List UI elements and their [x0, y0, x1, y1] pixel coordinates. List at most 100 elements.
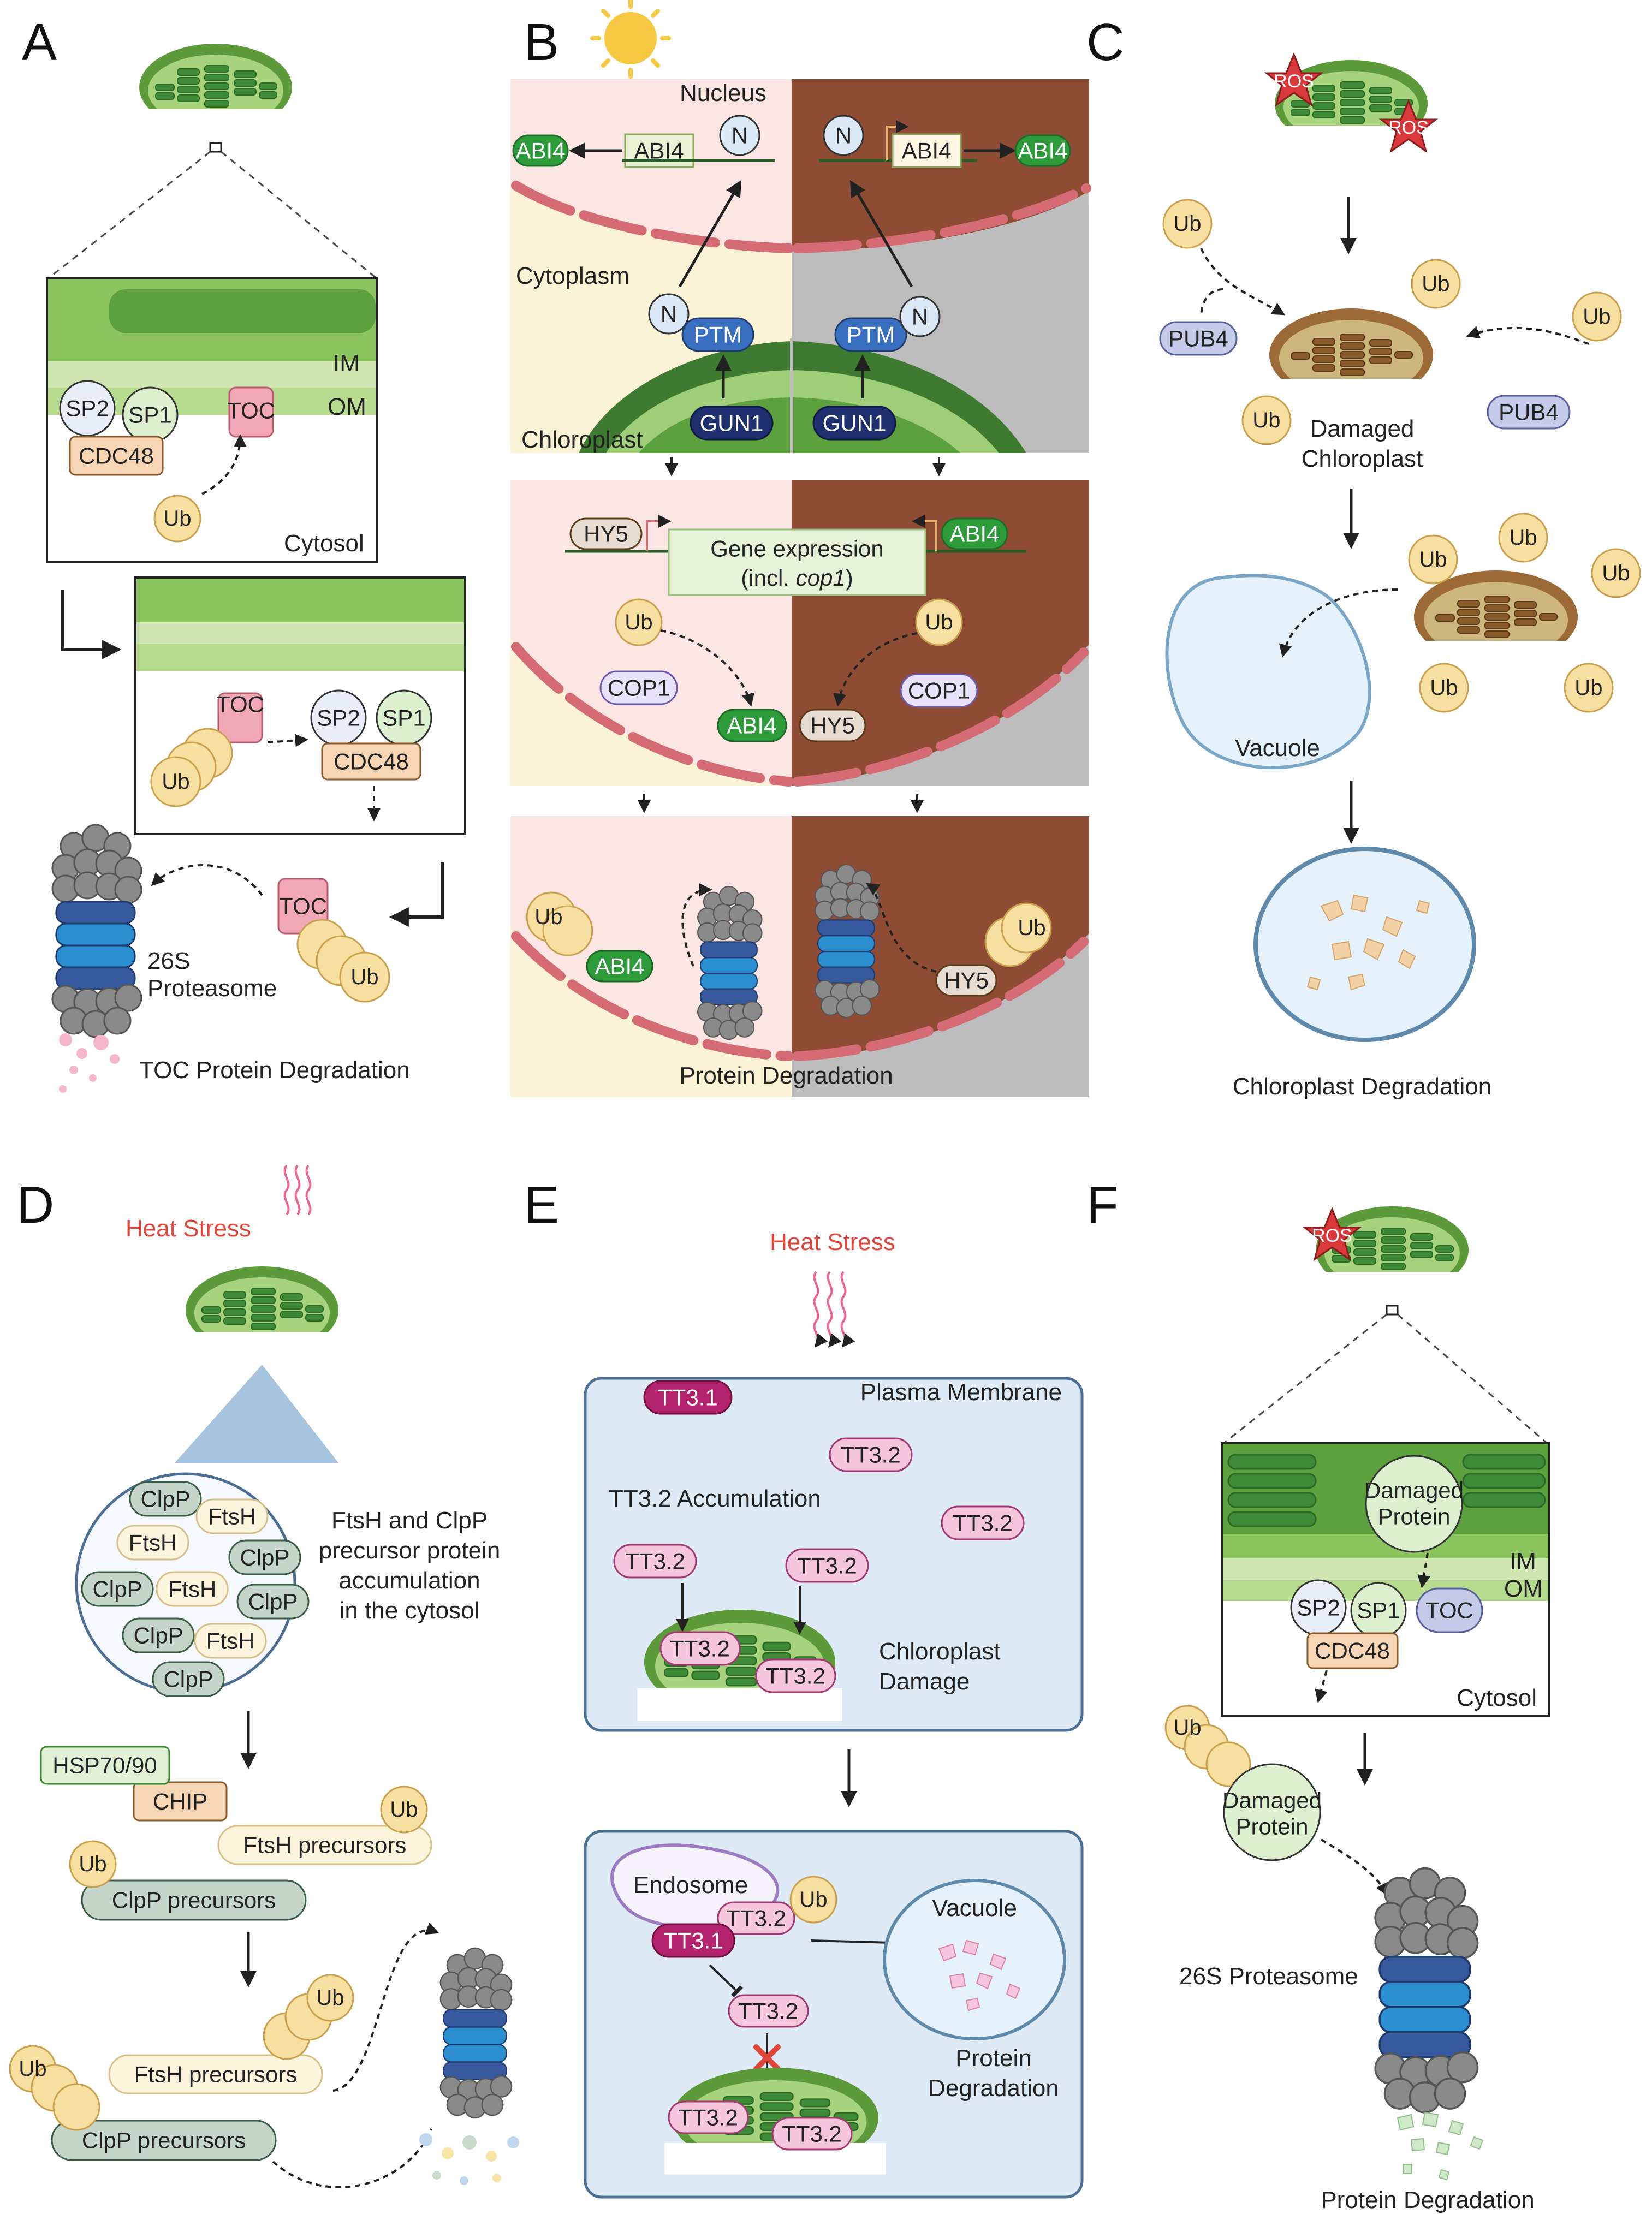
b-box-nucleus: Nucleus ABI4 ABI4 N N ABI4 ABI4 Cytoplas…: [510, 79, 1091, 453]
heat-stress-label: Heat Stress: [126, 1215, 251, 1242]
b-box-degradation: Ub ABI4 Ub HY5 Protein Degradation: [510, 816, 1089, 1097]
sp1-label: SP1: [1357, 1598, 1400, 1623]
protein-degradation-label: Protein Degradation: [679, 1062, 893, 1089]
tt32-label: TT3.2: [797, 1553, 857, 1579]
ftsh-label: FtsH: [168, 1576, 217, 1602]
abi4-protein-label: ABI4: [1018, 138, 1067, 164]
ftsh-label: FtsH: [208, 1504, 257, 1529]
cdc48-label: CDC48: [79, 443, 154, 469]
ftsh-label: FtsH: [129, 1530, 177, 1556]
panel-c: ROS ROS Ub PUB4 Ub Ub PUB4 Ub Damaged Ch…: [1159, 53, 1641, 1100]
ftsh-precursors-label: FtsH precursors: [134, 2062, 298, 2087]
panel-letter-c: C: [1086, 13, 1124, 72]
n-label: N: [912, 304, 928, 330]
tt32-label: TT3.2: [726, 1906, 786, 1931]
chloroplast-damage-label-2: Damage: [879, 1668, 970, 1695]
cdc48-label: CDC48: [334, 749, 409, 775]
clpp-precursors-label: ClpP precursors: [112, 1888, 276, 1913]
tt32-accumulation-label: TT3.2 Accumulation: [609, 1485, 821, 1512]
n-label: N: [835, 123, 852, 148]
accumulation-label-2: precursor protein: [319, 1537, 501, 1564]
chloroplast-d: [180, 1266, 344, 1360]
toc-label: TOC: [216, 692, 264, 717]
ftsh-precursors-label: FtsH precursors: [243, 1832, 407, 1858]
damaged-label-1: Damaged: [1310, 415, 1415, 442]
n-label: N: [732, 123, 748, 148]
inhibit-x-icon: [753, 2044, 781, 2072]
heat-wave-icon: [813, 1271, 855, 1348]
clpp-label: ClpP: [133, 1623, 183, 1648]
cop1-label: COP1: [608, 675, 670, 701]
ub-label: Ub: [925, 610, 953, 634]
accumulation-label-1: FtsH and ClpP: [331, 1507, 488, 1534]
toc-degradation-label: TOC Protein Degradation: [139, 1057, 410, 1084]
protein-degradation-label: Protein Degradation: [1321, 2187, 1534, 2213]
om-label: OM: [1504, 1575, 1543, 1602]
proteasome-26s-a: [51, 824, 142, 1038]
tt32-label: TT3.2: [678, 2105, 738, 2130]
tt32-label: TT3.2: [670, 1636, 730, 1662]
gun1-label: GUN1: [823, 410, 887, 436]
tt32-label: TT3.2: [953, 1510, 1013, 1536]
ub-label: Ub: [162, 770, 189, 794]
panel-letter-f: F: [1086, 1176, 1119, 1234]
ub-label: Ub: [1430, 676, 1458, 700]
toc-label: TOC: [1425, 1598, 1473, 1623]
cytosol-label: Cytosol: [284, 530, 364, 557]
hy5-label: HY5: [810, 713, 855, 739]
ub-label: Ub: [1252, 408, 1280, 432]
protein-degradation-label-1: Protein: [955, 2045, 1031, 2072]
tt32-label: TT3.2: [625, 1549, 685, 1574]
tt32-label: TT3.2: [738, 1998, 798, 2024]
chloroplast-fragments: [1306, 894, 1430, 991]
sp2-label: SP2: [317, 705, 360, 731]
cop1-label: COP1: [908, 678, 970, 704]
protein-degradation-label-2: Degradation: [928, 2075, 1059, 2102]
inset-a-top: IM OM SP2 SP1 CDC48 TOC Ub Cytosol: [46, 277, 378, 563]
damaged-protein-label-1: Damaged: [1364, 1478, 1464, 1503]
ub-label: Ub: [316, 1986, 344, 2010]
chip-label: CHIP: [153, 1789, 207, 1814]
toc-label: TOC: [227, 398, 275, 424]
im-label: IM: [333, 350, 360, 377]
abi4-protein-label: ABI4: [515, 138, 565, 164]
ftsh-label: FtsH: [206, 1628, 255, 1654]
cytosol-label: Cytosol: [1457, 1685, 1537, 1711]
ub-label: Ub: [1583, 305, 1611, 329]
ub-label: Ub: [799, 1888, 827, 1912]
panel-d: Heat Stress ClpP FtsH FtsH ClpP ClpP Fts…: [9, 1164, 519, 2188]
damaged-protein-label-1: Damaged: [1222, 1788, 1322, 1813]
clpp-label: ClpP: [240, 1545, 289, 1570]
tt32-label: TT3.2: [782, 2121, 842, 2147]
chloroplast-a: [133, 43, 298, 137]
degraded-fragments: [419, 2133, 519, 2185]
accumulation-label-4: in the cytosol: [340, 1597, 480, 1624]
ub-label: Ub: [390, 1798, 418, 1822]
panel-letter-e: E: [524, 1176, 559, 1234]
n-label: N: [661, 301, 677, 327]
proteasome-label: 26S Proteasome: [1179, 1963, 1358, 1990]
ub-label: Ub: [1419, 547, 1447, 572]
ptm-label: PTM: [694, 322, 742, 348]
accumulation-label-3: accumulation: [338, 1567, 480, 1594]
clpp-precursors-label: ClpP precursors: [82, 2128, 246, 2153]
cdc48-label: CDC48: [1315, 1638, 1390, 1664]
degraded-fragments: [59, 1033, 120, 1093]
clpp-label: ClpP: [248, 1589, 298, 1615]
ub-label: Ub: [79, 1852, 106, 1876]
gun1-label: GUN1: [700, 410, 764, 436]
abi4-label: ABI4: [727, 713, 776, 739]
ub-label: Ub: [19, 2057, 46, 2081]
cytoplasm-label: Cytoplasm: [516, 263, 629, 289]
proteasome-label-1: 26S: [147, 948, 190, 974]
ub-label: Ub: [1173, 212, 1201, 236]
damaged-protein-label-2: Protein: [1235, 1814, 1308, 1840]
hy5-label: HY5: [584, 521, 628, 547]
ub-label: Ub: [1509, 526, 1537, 550]
panel-letter-d: D: [16, 1176, 54, 1234]
damaged-chloroplast: [1263, 308, 1439, 407]
im-label: IM: [1510, 1548, 1536, 1575]
ub-label: Ub: [1574, 676, 1602, 700]
ros-label: ROS: [1388, 117, 1429, 138]
panel-e: Heat Stress TT3.1 Plasma Membrane TT3.2 …: [584, 1229, 1084, 2199]
